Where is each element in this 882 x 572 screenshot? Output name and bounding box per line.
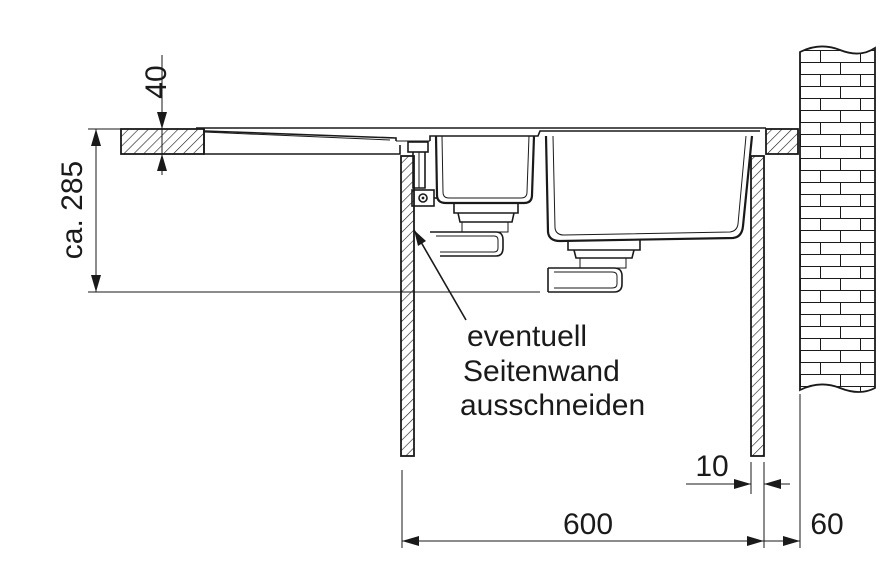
cabinet-side-walls <box>400 155 765 457</box>
sink-rim <box>196 127 766 142</box>
annotation-line-3: ausschneiden <box>460 389 645 422</box>
countertop-board-left <box>203 129 401 155</box>
cabinet-width-label: 600 <box>563 508 613 541</box>
cabinet-wall-left <box>400 155 415 457</box>
countertop-thickness-label: 40 <box>140 65 173 98</box>
countertop-right-section <box>765 128 799 155</box>
small-bowl-trap <box>430 231 504 257</box>
annotation-line-2: Seitenwand <box>463 355 620 388</box>
large-bowl-trap <box>548 267 623 293</box>
small-sink-bowl <box>430 135 536 257</box>
dimension-side-wall: 10 <box>686 450 790 494</box>
dimension-installation-depth: ca. 285 <box>56 128 121 292</box>
wall-gap-label: 60 <box>810 508 843 541</box>
dimension-cabinet-width: 600 <box>401 462 765 548</box>
brick-wall <box>799 45 876 393</box>
side-wall-thickness-label: 10 <box>695 450 728 483</box>
dimension-wall-gap: 60 <box>764 394 844 548</box>
annotation-line-1: eventuell <box>467 320 587 353</box>
dimension-countertop-thickness: 40 <box>140 55 173 175</box>
annotation-text: eventuell Seitenwand ausschneiden <box>460 320 645 422</box>
cabinet-wall-right <box>750 155 765 457</box>
annotation-leader <box>413 229 467 321</box>
installation-depth-label: ca. 285 <box>56 161 89 259</box>
large-sink-bowl <box>544 135 754 293</box>
